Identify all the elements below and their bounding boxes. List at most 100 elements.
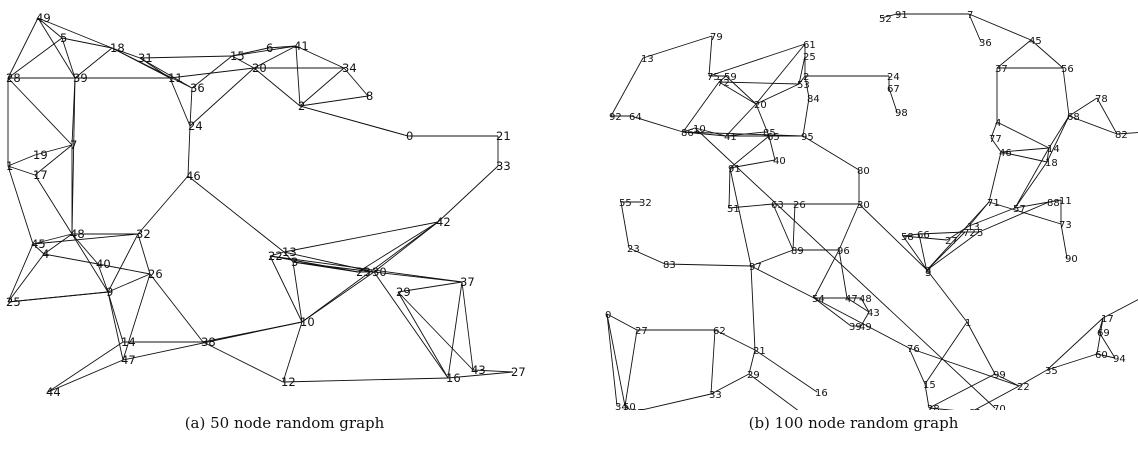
graph-a-node-label: 30 <box>372 265 387 279</box>
graph-b-node-label: 7 <box>967 10 973 21</box>
graph-a-edge <box>149 273 204 343</box>
graph-b-node-label: 32 <box>639 198 652 209</box>
graph-b-node-label: 92 <box>609 112 622 123</box>
graph-b-edge <box>728 167 731 209</box>
graph-a-edge <box>137 175 189 235</box>
graph-b-node-label: 79 <box>710 32 723 43</box>
graph-a-edge <box>7 37 63 79</box>
graph-a-edge <box>253 45 297 69</box>
graph-a-edge <box>269 251 285 257</box>
graph-b-edge <box>682 81 720 133</box>
graph-a-node-label: 32 <box>136 227 151 241</box>
graph-b-edge <box>694 127 727 137</box>
graph-a-edge <box>299 105 409 137</box>
graph-b-edge <box>1014 147 1050 209</box>
graph-b-edge <box>792 203 796 251</box>
caption-a: (a) 50 node random graph <box>184 414 385 432</box>
graph-a-edge <box>37 17 76 79</box>
graph-a-edge <box>7 17 39 79</box>
graph-a-edge <box>139 55 233 59</box>
graph-b-node-label: 48 <box>859 294 872 305</box>
graph-a-node-label: 5 <box>60 31 67 45</box>
graph-b-edge <box>994 373 1020 387</box>
graph-a-edge <box>7 291 109 303</box>
graph-a-edge <box>7 77 73 146</box>
graph-a-edge <box>7 243 34 303</box>
graph-a-node-label: 41 <box>294 39 309 53</box>
graph-a-edge <box>373 271 463 283</box>
graph-b-node-label: 66 <box>917 230 930 241</box>
graph-a-edge <box>37 17 113 49</box>
graph-b-node-label: 88 <box>1047 198 1060 209</box>
graph-a-edge <box>397 291 474 371</box>
graph-a-node-label: 34 <box>342 61 357 75</box>
graph-a-edge <box>397 281 463 293</box>
graph-a-edge <box>202 341 284 383</box>
graph-b-node-label: 67 <box>887 84 900 95</box>
graph-b-edge <box>725 75 757 105</box>
graph-b-edge <box>624 405 632 410</box>
graph-a-edge <box>299 95 369 107</box>
graph-a-node-label: 3 <box>291 255 298 269</box>
graph-b-edge <box>990 137 1002 153</box>
graph-a-node-label: 36 <box>190 81 205 95</box>
graph-b-node-label: 8 <box>925 266 931 277</box>
graph-b-edge <box>1068 115 1118 135</box>
graph-b-node-label: 56 <box>1061 64 1074 75</box>
graph-b-edge <box>968 207 1016 227</box>
graph-a-node-label: 23 <box>356 265 371 279</box>
graph-a-edge <box>253 67 301 107</box>
graph-b-edge <box>973 385 1020 410</box>
graph-b-edge <box>990 121 998 139</box>
graph-a-edge <box>97 263 109 293</box>
graph-b-edge <box>902 235 948 241</box>
graph-b-node-label: 13 <box>641 54 654 65</box>
graph-b-edge <box>1060 223 1068 259</box>
graph-b-node-label: 52 <box>879 14 892 25</box>
graph-b-edge <box>902 235 928 271</box>
graph-a-node-label: 27 <box>511 365 526 379</box>
graph-b-edge <box>620 201 630 249</box>
graph-b-node-label: 54 <box>812 294 825 305</box>
graph-b-edge <box>813 297 852 327</box>
graph-b-node-label: 24 <box>887 72 900 83</box>
graph-a-node-label: 37 <box>460 275 475 289</box>
graph-a-edge <box>137 233 151 275</box>
graph-a-edge <box>74 47 113 79</box>
graph-b-edge <box>750 265 815 299</box>
graph-b-node-label: 23 <box>627 244 640 255</box>
graph-b-edge <box>926 231 980 271</box>
graph-b-edge <box>1046 115 1070 163</box>
graph-b-edge <box>926 201 990 271</box>
graph-b-node-label: 98 <box>895 108 908 119</box>
graph-b-node-label: 94 <box>1113 354 1126 365</box>
graph-a-node-label: 49 <box>36 11 51 25</box>
graph-b-node-label: 29 <box>747 370 760 381</box>
graph-b-edge <box>755 83 800 105</box>
graph-a-edge <box>189 67 255 127</box>
graph-a-edge <box>107 233 139 293</box>
graph-a-edge <box>295 45 345 69</box>
graph-b-node-label: 51 <box>727 204 740 215</box>
graph-b-node-label: 99 <box>993 370 1006 381</box>
graph-a-node-label: 28 <box>6 71 21 85</box>
graph-b-edge <box>908 347 926 385</box>
graph-a-edge <box>47 341 124 393</box>
graph-a-edge <box>191 55 233 89</box>
graph-b-node-label: 84 <box>807 94 820 105</box>
graph-b-edge <box>1046 147 1050 163</box>
graph-b-edge <box>606 313 626 407</box>
graph-a-node-label: 38 <box>201 335 216 349</box>
graph-b-edge <box>710 329 716 395</box>
graph-a-node-label: 33 <box>496 159 511 173</box>
graph-b-edge <box>682 131 804 137</box>
graph-b-edge <box>1062 67 1070 117</box>
graph-a-edge <box>34 174 73 235</box>
graph-a-node-label: 26 <box>148 267 163 281</box>
graph-a-node-label: 40 <box>96 257 111 271</box>
graph-b-node-label: 64 <box>629 112 642 123</box>
graph-a-edge <box>187 175 285 253</box>
graph-b-node-label: 40 <box>773 156 786 167</box>
